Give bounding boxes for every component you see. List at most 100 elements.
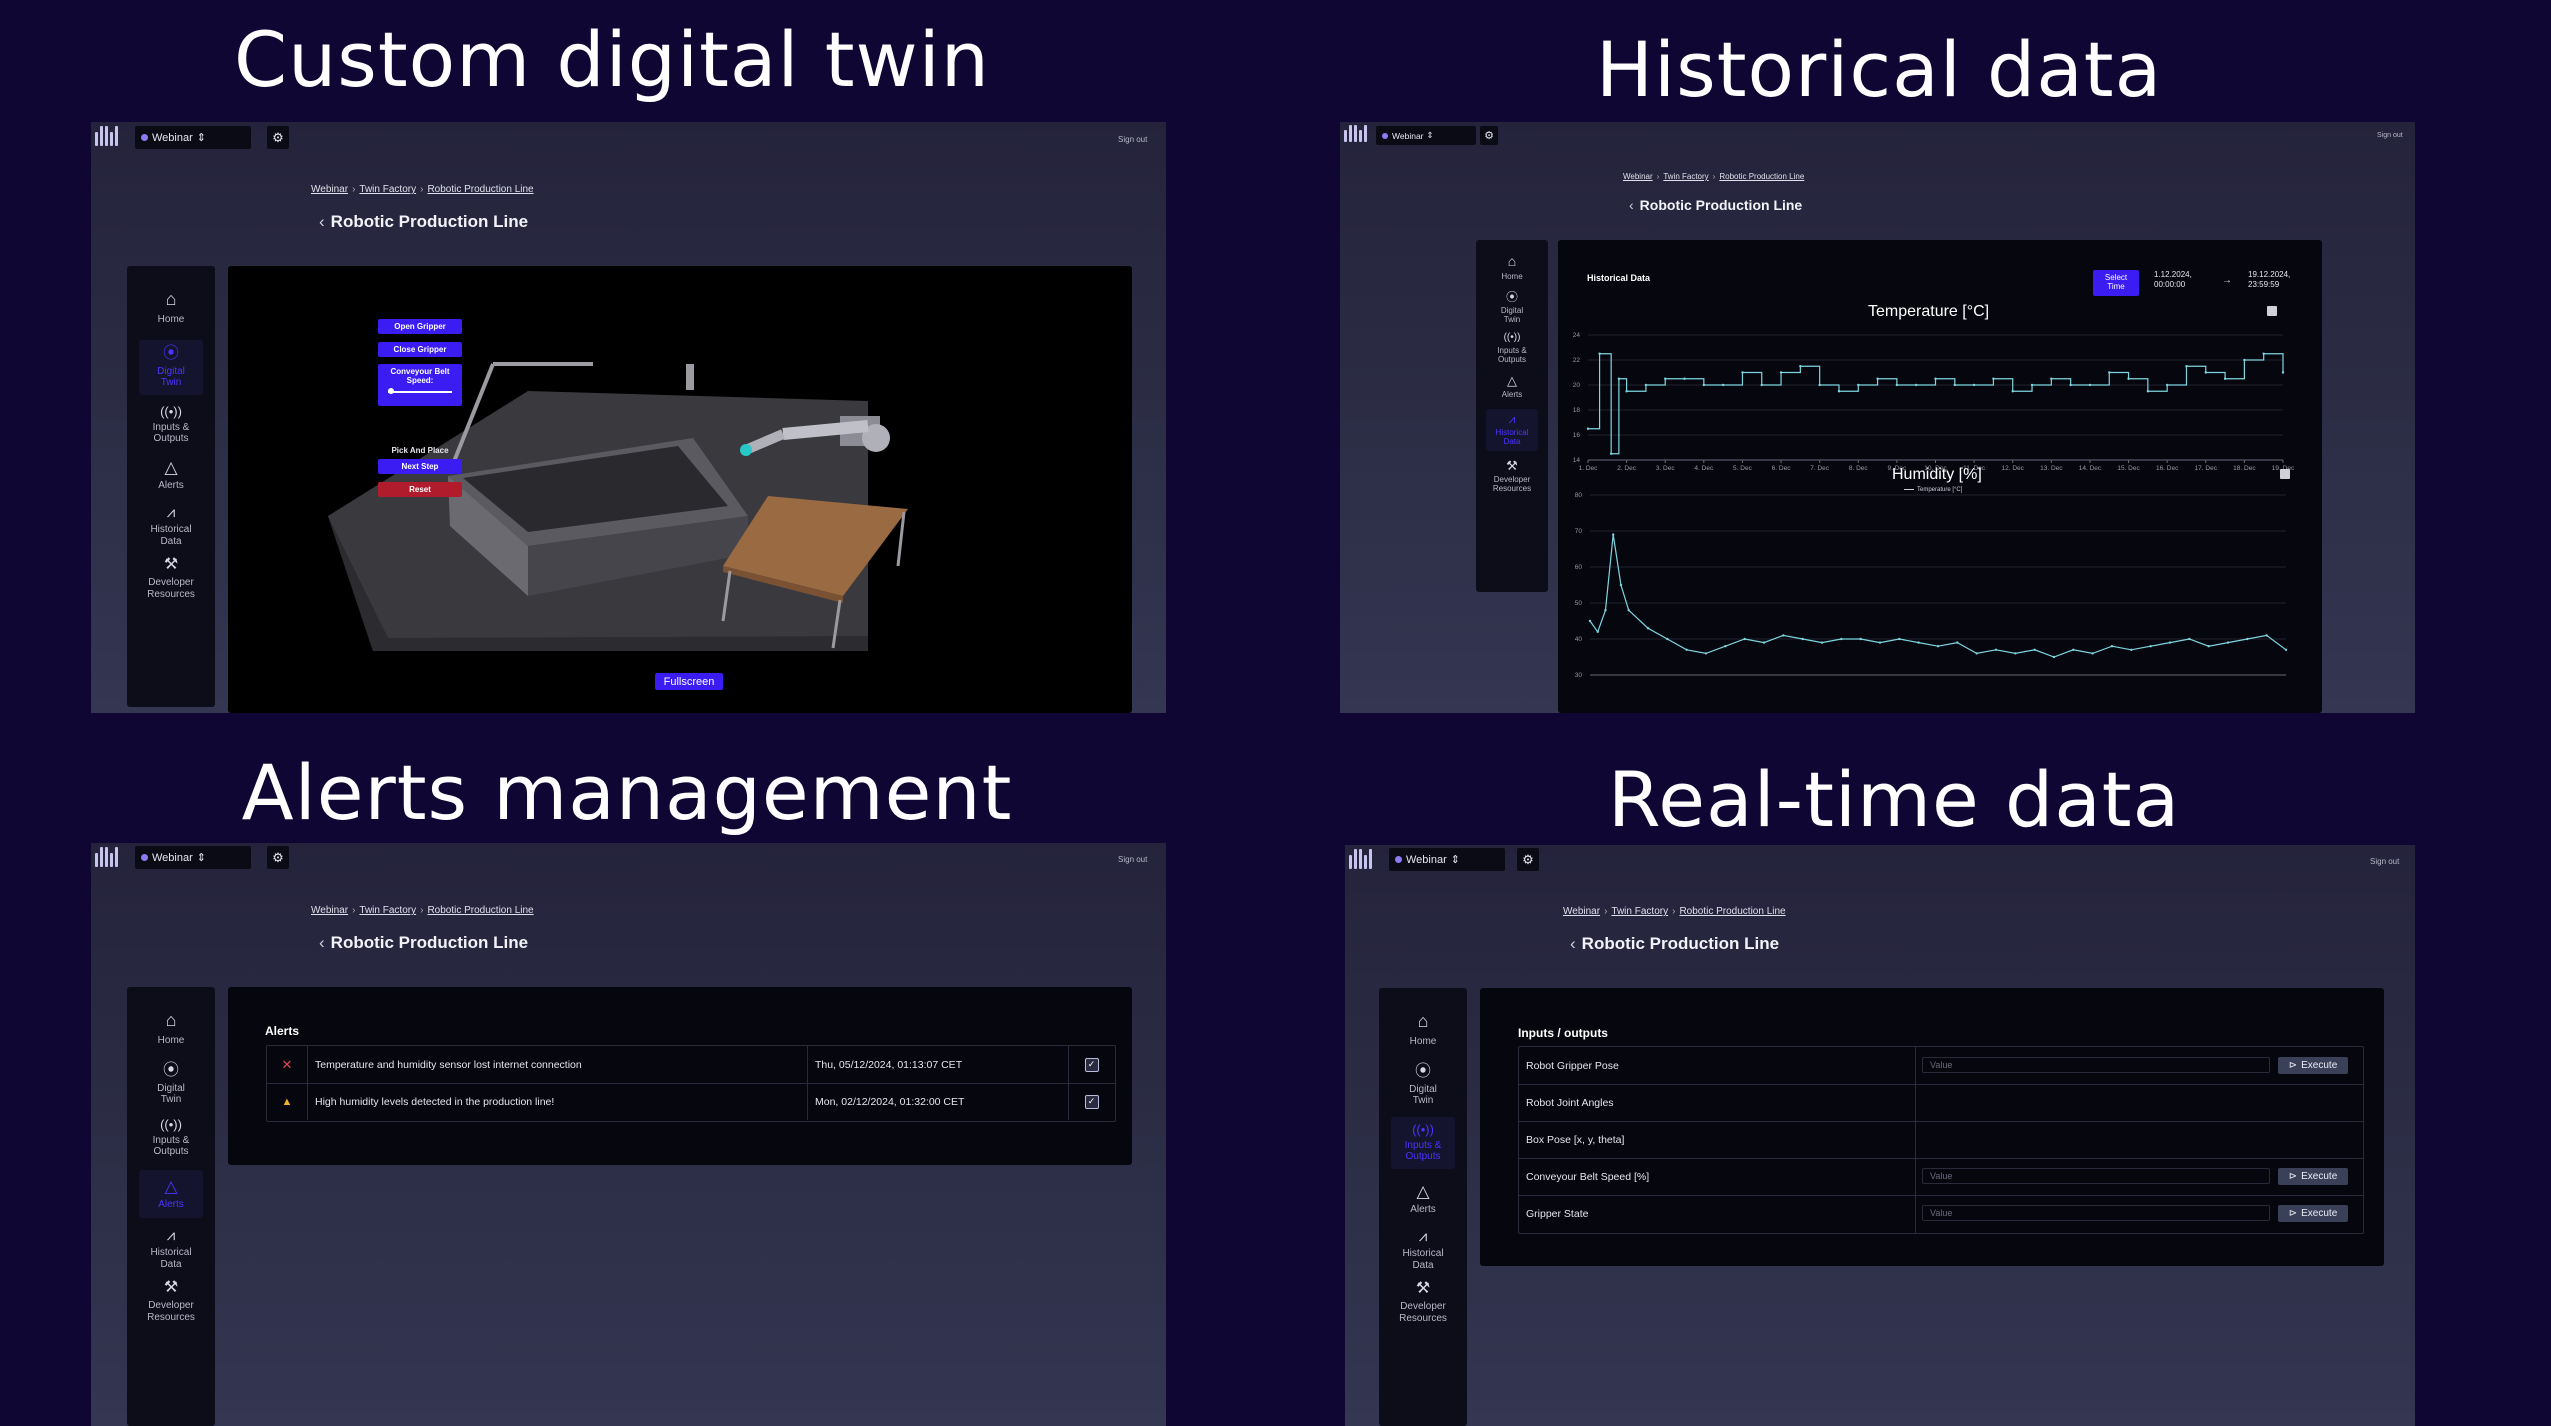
data-point [2014, 652, 2017, 655]
acknowledge-checkbox[interactable]: ✓ [1068, 1083, 1115, 1120]
sidebar-item-developer-resources[interactable]: ⚒Developer Resources [1384, 1281, 1462, 1324]
sidebar-item-home[interactable]: ⌂Home [132, 290, 210, 326]
breadcrumb-item-production-line[interactable]: Robotic Production Line [1719, 172, 1805, 181]
sidebar-item-historical-data[interactable]: ⩘Historical Data [1384, 1229, 1462, 1271]
sidebar-item-developer-resources[interactable]: ⚒Developer Resources [132, 557, 210, 600]
alert-row[interactable]: ✕ Temperature and humidity sensor lost i… [267, 1046, 1115, 1084]
breadcrumb-item-twin-factory[interactable]: Twin Factory [1611, 906, 1669, 917]
data-point [2149, 645, 2152, 648]
breadcrumb-item-webinar[interactable]: Webinar [1563, 906, 1601, 917]
workspace-select[interactable]: Webinar ⇕ [1376, 126, 1476, 145]
close-gripper-button[interactable]: Close Gripper [378, 342, 462, 357]
app-logo[interactable] [1344, 125, 1367, 142]
fullscreen-button[interactable]: Fullscreen [655, 673, 723, 690]
sidebar-item-alerts[interactable]: △Alerts [1384, 1183, 1462, 1216]
sidebar-item-inputs-outputs[interactable]: ((•))Inputs & Outputs [132, 405, 210, 445]
pick-place-label: Pick And Place [391, 446, 449, 455]
back-chevron-icon[interactable]: ‹ [1629, 197, 1634, 213]
breadcrumb-item-twin-factory[interactable]: Twin Factory [359, 184, 417, 195]
breadcrumb-item-production-line[interactable]: Robotic Production Line [427, 184, 534, 195]
sidebar-item-digital-twin[interactable]: ⦿Digital Twin [132, 1062, 210, 1106]
sidebar-item-inputs-outputs[interactable]: ((•))Inputs & Outputs [1479, 332, 1545, 364]
temperature-legend: Temperature [°C] [1904, 487, 1962, 493]
breadcrumb-item-webinar[interactable]: Webinar [1623, 172, 1653, 181]
twin-viewport[interactable]: Open Gripper Close Gripper Conveyour Bel… [228, 266, 1132, 713]
sidebar-item-home[interactable]: ⌂Home [1384, 1012, 1462, 1048]
signout-link[interactable]: Sign out [2370, 857, 2400, 866]
reset-button[interactable]: Reset [378, 482, 462, 497]
back-chevron-icon[interactable]: ‹ [1570, 934, 1576, 953]
sidebar-item-developer-resources[interactable]: ⚒Developer Resources [132, 1280, 210, 1323]
breadcrumb-item-twin-factory[interactable]: Twin Factory [359, 905, 417, 916]
workspace-select[interactable]: Webinar ⇕ [135, 846, 251, 869]
signout-link[interactable]: Sign out [2377, 132, 2403, 139]
breadcrumb-separator: › [352, 905, 356, 916]
sidebar-item-digital-twin[interactable]: ⦿Digital Twin [139, 339, 203, 395]
next-step-button[interactable]: Next Step [378, 459, 462, 474]
execute-button[interactable]: ⊳Execute [2278, 1205, 2348, 1222]
sidebar-item-inputs-outputs[interactable]: ((•))Inputs & Outputs [1391, 1116, 1455, 1169]
value-input[interactable]: Value [1922, 1205, 2270, 1221]
alert-row[interactable]: ▲ High humidity levels detected in the p… [267, 1083, 1115, 1120]
settings-gear-icon[interactable]: ⚙ [267, 846, 289, 869]
signout-link[interactable]: Sign out [1118, 855, 1148, 864]
app-logo[interactable] [1349, 849, 1372, 869]
top-bar: Webinar ⇕ ⚙ Sign out [91, 122, 1166, 152]
workspace-select[interactable]: Webinar ⇕ [1389, 848, 1505, 871]
execute-button[interactable]: ⊳Execute [2278, 1168, 2348, 1185]
conveyor-speed-slider[interactable] [388, 387, 452, 394]
sidebar-item-alerts[interactable]: △Alerts [1479, 374, 1545, 399]
settings-gear-icon[interactable]: ⚙ [1480, 126, 1498, 145]
value-input[interactable]: Value [1922, 1168, 2270, 1184]
sidebar-item-digital-twin[interactable]: ⦿Digital Twin [1479, 291, 1545, 324]
sidebar-item-home[interactable]: ⌂Home [132, 1011, 210, 1047]
breadcrumb-item-webinar[interactable]: Webinar [311, 905, 349, 916]
time-range-to[interactable]: 19.12.2024, 23:59:59 [2248, 270, 2291, 290]
sidebar-item-developer-resources[interactable]: ⚒Developer Resources [1479, 459, 1545, 493]
slider-thumb[interactable] [388, 387, 394, 394]
breadcrumb-item-twin-factory[interactable]: Twin Factory [1663, 172, 1709, 181]
sidebar-item-alerts[interactable]: △Alerts [132, 459, 210, 492]
breadcrumb-item-production-line[interactable]: Robotic Production Line [1679, 906, 1786, 917]
breadcrumb-separator: › [1604, 906, 1608, 917]
back-chevron-icon[interactable]: ‹ [319, 933, 325, 952]
data-point [1936, 645, 1940, 648]
workspace-select[interactable]: Webinar ⇕ [135, 126, 251, 149]
settings-gear-icon[interactable]: ⚙ [1517, 848, 1539, 871]
sidebar-item-historical-data[interactable]: ⩘Historical Data [132, 1228, 210, 1270]
app-logo[interactable] [95, 847, 118, 867]
checkbox-checked-icon[interactable]: ✓ [1084, 1094, 1099, 1109]
sidebar-item-historical-data[interactable]: ⩘Historical Data [132, 505, 210, 547]
data-point [2265, 634, 2268, 637]
column-divider [307, 1046, 308, 1083]
io-label: Conveyour Belt Speed [%] [1526, 1170, 1650, 1183]
temperature-download-icon[interactable] [2267, 306, 2277, 316]
settings-gear-icon[interactable]: ⚙ [267, 126, 289, 149]
breadcrumb-item-webinar[interactable]: Webinar [311, 184, 349, 195]
value-input[interactable]: Value [1922, 1057, 2270, 1073]
breadcrumb: Webinar›Twin Factory›Robotic Production … [1623, 172, 1804, 181]
execute-label: Execute [2301, 1060, 2338, 1071]
checkbox-checked-icon[interactable]: ✓ [1084, 1057, 1099, 1072]
humidity-download-icon[interactable] [2280, 469, 2290, 479]
open-gripper-button[interactable]: Open Gripper [378, 319, 462, 334]
breadcrumb: Webinar›Twin Factory›Robotic Production … [311, 184, 534, 195]
data-point [2185, 365, 2188, 368]
back-chevron-icon[interactable]: ‹ [319, 212, 325, 231]
execute-button[interactable]: ⊳Execute [2278, 1057, 2348, 1074]
signout-link[interactable]: Sign out [1118, 135, 1148, 144]
acknowledge-checkbox[interactable]: ✓ [1068, 1046, 1115, 1083]
sidebar-item-alerts[interactable]: △Alerts [139, 1169, 203, 1218]
breadcrumb-item-production-line[interactable]: Robotic Production Line [427, 905, 534, 916]
data-point [1994, 648, 1998, 651]
data-point [2188, 637, 2191, 641]
sidebar-item-historical-data[interactable]: ⩘Historical Data [1486, 409, 1538, 451]
app-logo[interactable] [95, 126, 118, 146]
sidebar-item-inputs-outputs[interactable]: ((•))Inputs & Outputs [132, 1118, 210, 1158]
conveyor-speed-control[interactable]: Conveyour Belt Speed: [378, 364, 462, 406]
sidebar-item-digital-twin[interactable]: ⦿Digital Twin [1384, 1063, 1462, 1107]
robot-scene[interactable] [228, 266, 1132, 713]
sidebar-item-home[interactable]: ⌂Home [1479, 254, 1545, 281]
time-range-from[interactable]: 1.12.2024, 00:00:00 [2154, 270, 2192, 290]
select-time-button[interactable]: Select Time [2093, 270, 2139, 296]
